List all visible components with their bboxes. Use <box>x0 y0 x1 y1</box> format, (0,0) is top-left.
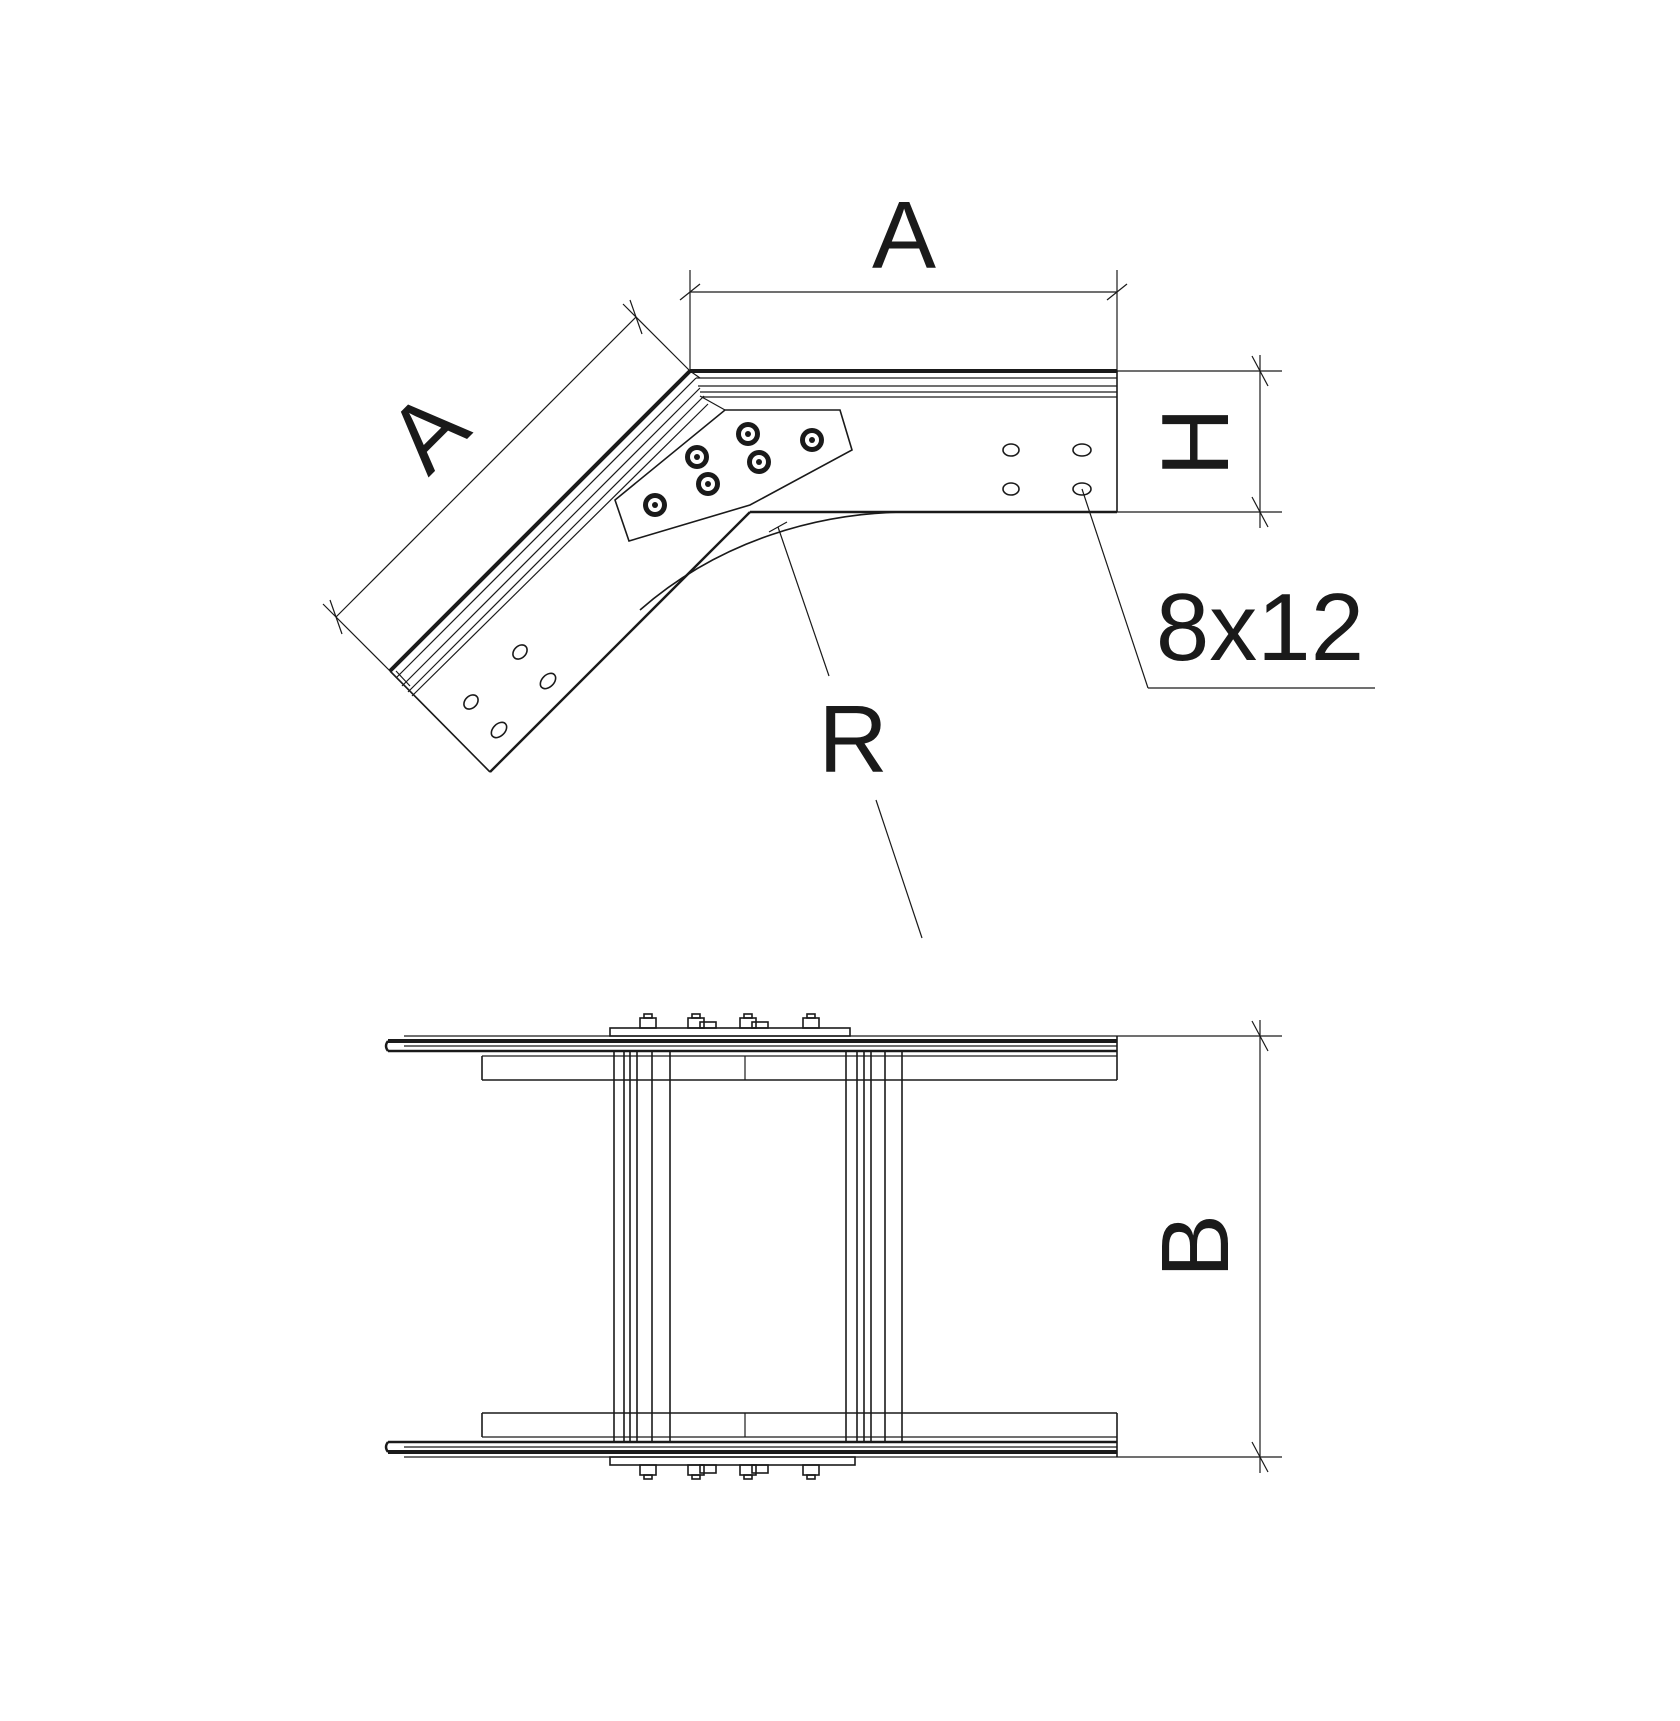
bolt-head-icon <box>739 1013 757 1029</box>
left-rung <box>613 1051 671 1442</box>
radius-label: R <box>818 686 887 793</box>
dimension-label-a-angled: A <box>368 372 489 493</box>
bolt-head-icon <box>751 1021 769 1029</box>
splice-bolts <box>643 422 824 517</box>
dimension-label-h: H <box>1142 407 1249 476</box>
bolt-head-icon <box>739 1464 757 1480</box>
slot-size-label: 8x12 <box>1156 574 1364 681</box>
bolt-head-icon <box>639 1464 657 1480</box>
bolt-icon <box>685 445 709 469</box>
right-rung <box>845 1051 903 1442</box>
bolt-head-icon <box>687 1464 705 1480</box>
top-splice-plate <box>609 1013 851 1037</box>
top-side-rail <box>384 1035 1118 1081</box>
dimension-a-angled: A <box>322 299 691 672</box>
bolt-head-icon <box>699 1021 717 1029</box>
bolt-icon <box>736 422 760 446</box>
angled-section-rail <box>388 369 751 773</box>
bottom-side-rail <box>384 1412 1118 1458</box>
dimension-h: H <box>1117 355 1282 528</box>
dimension-label-b: B <box>1142 1214 1249 1278</box>
bolt-icon <box>643 493 667 517</box>
dimension-a-top: A <box>679 182 1128 371</box>
bolt-head-icon <box>639 1013 657 1029</box>
bolt-icon <box>747 450 771 474</box>
splice-plate <box>614 409 853 542</box>
side-view: A A H 8x12 <box>322 182 1375 939</box>
straight-section-rail <box>690 369 1118 514</box>
bottom-splice-plate <box>609 1456 856 1480</box>
slot-holes-angled <box>463 644 557 739</box>
bolt-head-icon <box>687 1013 705 1029</box>
slot-size-callout: 8x12 <box>1081 488 1375 689</box>
bolt-head-icon <box>699 1464 717 1474</box>
slot-holes-straight <box>1002 443 1092 496</box>
bolt-head-icon <box>802 1013 820 1029</box>
plan-view: B <box>384 1013 1282 1480</box>
bolt-head-icon <box>802 1464 820 1480</box>
dimension-label-a-top: A <box>872 182 936 289</box>
bolt-icon <box>696 472 720 496</box>
dimension-b: B <box>1117 1020 1282 1473</box>
bolt-head-icon <box>751 1464 769 1474</box>
inner-radius-arc <box>639 511 911 611</box>
bolt-icon <box>800 428 824 452</box>
radius-callout: R <box>768 521 923 939</box>
